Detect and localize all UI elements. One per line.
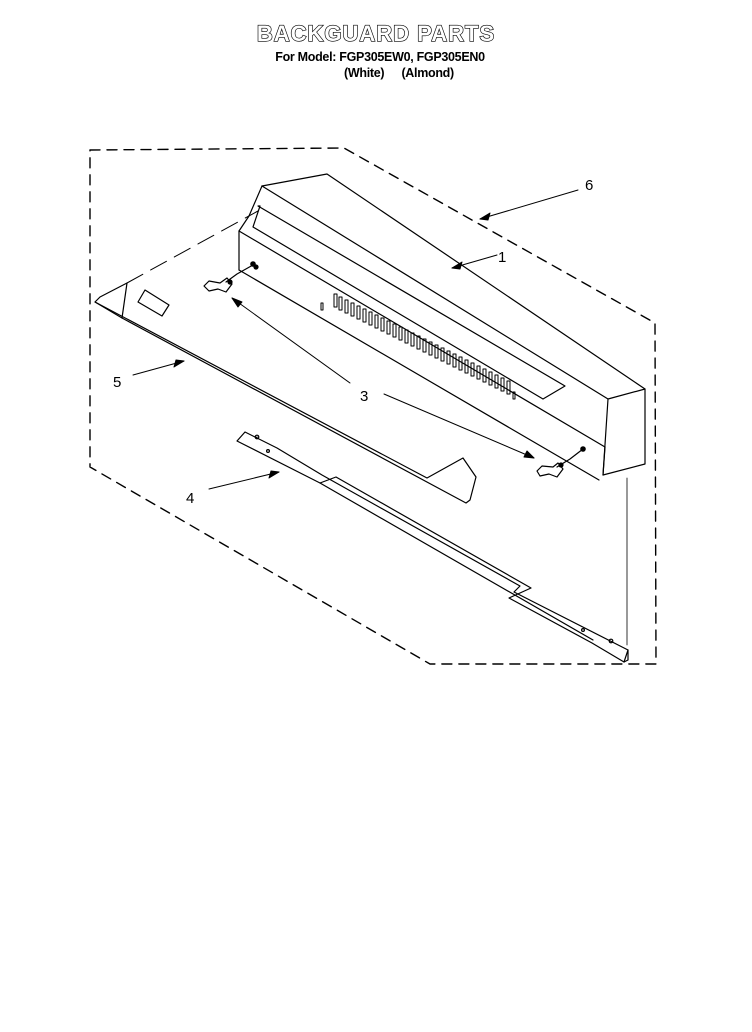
variant-white: (White) [344,66,385,80]
callout-1: 1 [498,249,506,266]
part-1-backguard [238,173,646,646]
callout-6: 6 [585,177,593,194]
assembly-boundary-dashed [89,147,657,665]
part-3-screw-right [536,446,586,478]
callout-5: 5 [113,374,121,391]
model-numbers: For Model: FGP305EW0, FGP305EN0 [275,50,485,64]
leader-lines [132,189,579,490]
callout-4: 4 [186,490,194,507]
page-title: BACKGUARD PARTS [256,20,496,46]
part-4-bracket [236,431,629,663]
vent-slots [320,293,516,400]
callout-3: 3 [360,388,368,405]
color-variants: (White) (Almond) [344,66,468,80]
variant-almond: (Almond) [401,66,454,80]
part-3-screw-left [203,261,256,293]
part-5-trim [94,210,477,504]
